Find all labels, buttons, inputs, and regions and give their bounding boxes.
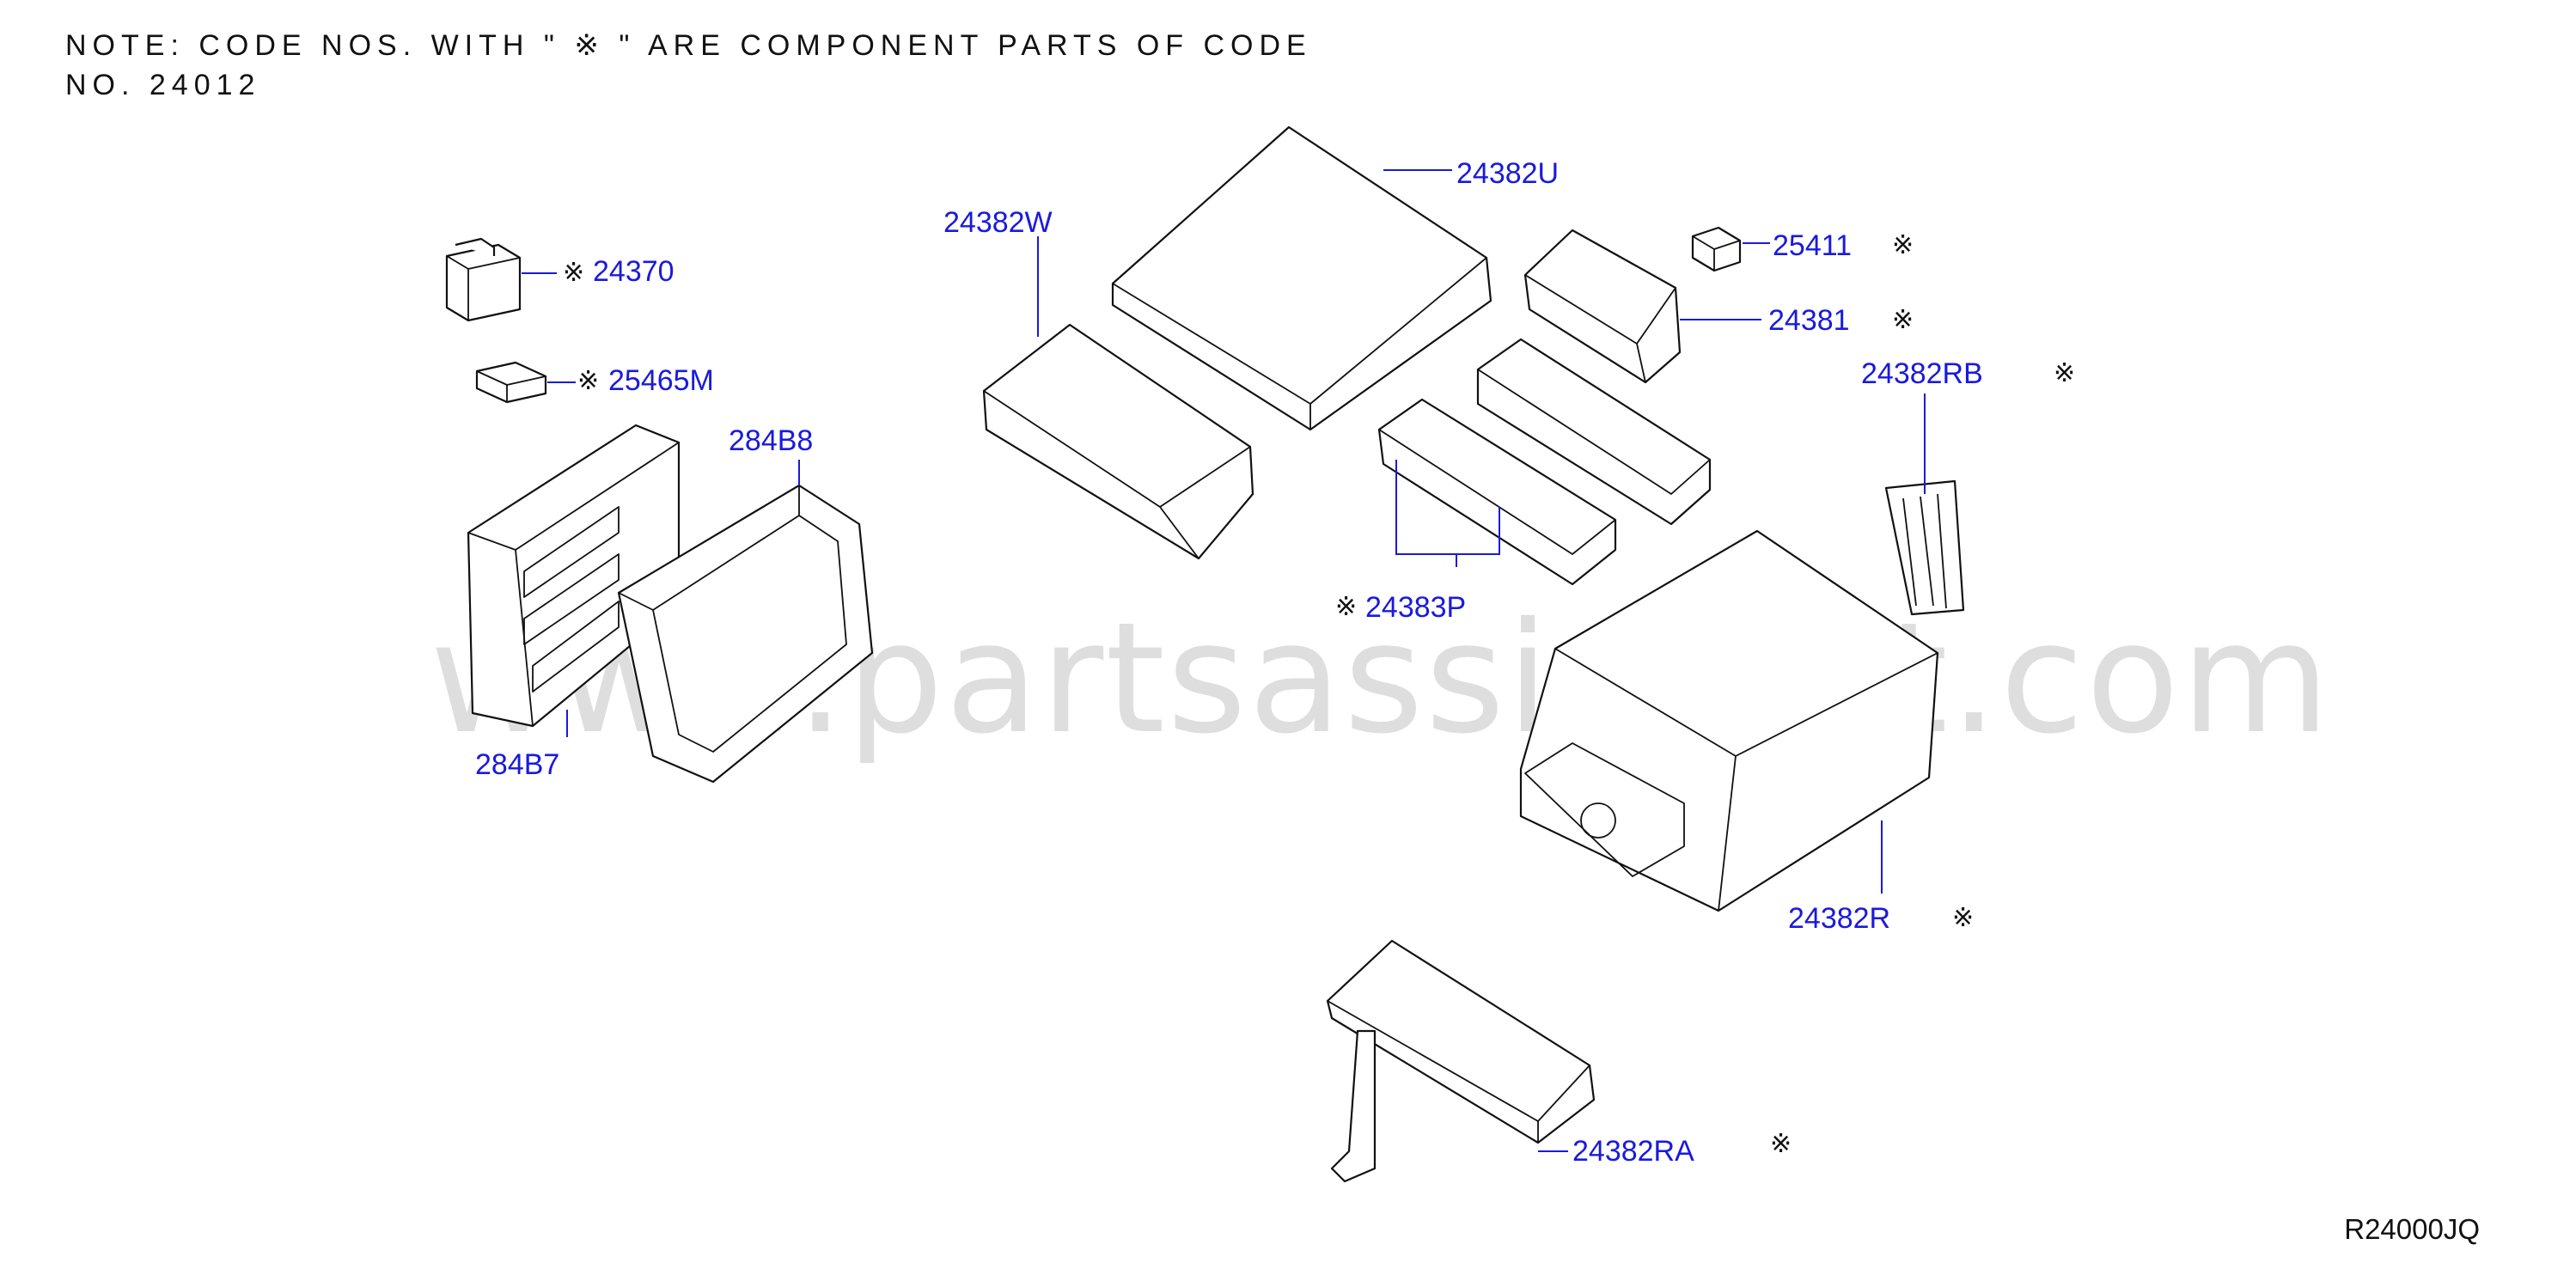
component-mark: ※: [1892, 230, 1914, 260]
part-24382w-cover: [982, 323, 1254, 560]
callout-284b7[interactable]: 284B7: [475, 748, 560, 781]
note-line-2: NO. 24012: [65, 69, 261, 101]
note-line-1: NOTE: CODE NOS. WITH " ※ " ARE COMPONENT…: [65, 29, 1312, 62]
component-mark: ※: [1892, 305, 1914, 335]
callout-24383p[interactable]: 24383P: [1365, 591, 1467, 624]
part-24382u-cover: [1111, 125, 1492, 431]
part-24381-block: [1523, 229, 1682, 384]
part-24383p-holders: [1377, 338, 1712, 586]
part-24382rb-plate: [1884, 479, 1965, 616]
component-mark: ※: [577, 366, 600, 396]
callout-24382r[interactable]: 24382R: [1788, 902, 1891, 935]
component-mark: ※: [2054, 358, 2076, 388]
callout-284b8[interactable]: 284B8: [729, 424, 814, 457]
callout-25411[interactable]: 25411: [1773, 229, 1853, 262]
component-mark: ※: [1335, 592, 1358, 622]
diagram-note: NOTE: CODE NOS. WITH " ※ " ARE COMPONENT…: [65, 26, 1312, 105]
part-24382ra-bracket: [1326, 939, 1596, 1183]
callout-24382w[interactable]: 24382W: [943, 206, 1053, 239]
part-25465m-fuse: [475, 361, 547, 404]
part-24382r-box: [1519, 529, 1939, 912]
callout-25465m[interactable]: 25465M: [608, 364, 714, 397]
callout-24381[interactable]: 24381: [1768, 304, 1850, 337]
part-25411-relay: [1691, 226, 1742, 272]
diagram-code: R24000JQ: [2344, 1213, 2480, 1245]
part-24370-relay: [445, 237, 522, 322]
component-mark: ※: [1952, 903, 1975, 933]
callout-24370[interactable]: 24370: [593, 255, 675, 288]
callout-24382u[interactable]: 24382U: [1456, 157, 1560, 190]
callout-24382ra[interactable]: 24382RA: [1572, 1135, 1694, 1168]
component-mark: ※: [563, 258, 585, 288]
callout-24382rb[interactable]: 24382RB: [1861, 357, 1983, 390]
component-mark: ※: [1770, 1129, 1792, 1159]
